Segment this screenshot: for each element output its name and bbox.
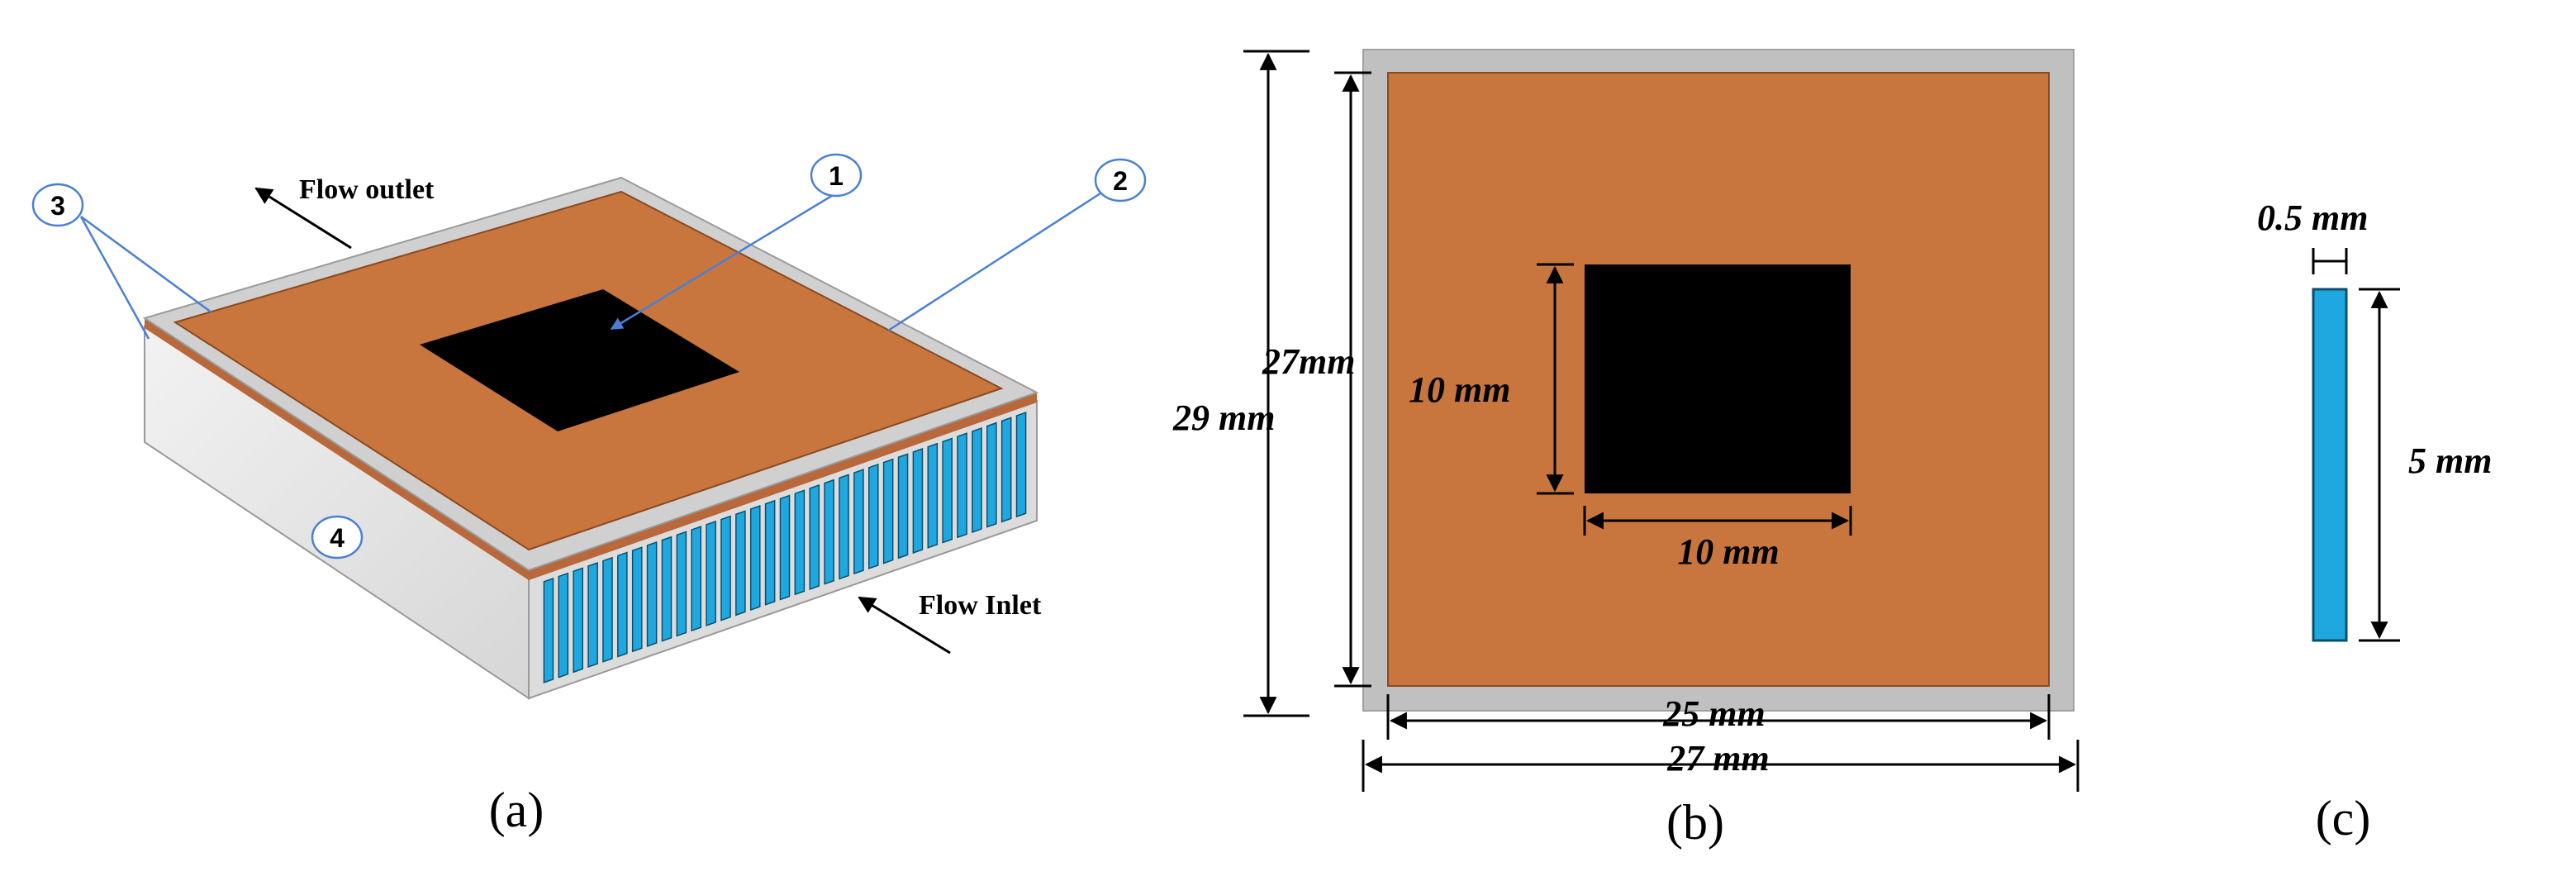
microchannel-slot [942,437,953,544]
flow-inlet-arrow [858,596,951,655]
microchannel-slot [587,562,598,669]
flow-outlet-label: Flow outlet [299,174,435,205]
microchannel-slot [573,567,583,674]
microchannel-slot [749,505,761,612]
panel-c-caption: (c) [2316,791,2371,845]
microchannel-slot [839,474,849,580]
dim-fin-height-label: 5 mm [2408,440,2492,481]
microchannel-slot [602,556,613,663]
microchannel-slot [912,448,924,555]
panel-a-caption: (a) [489,783,544,837]
dim-chip-width-label: 10 mm [1677,531,1779,572]
microchannel-slot [794,489,806,596]
svg-text:2: 2 [1113,166,1128,196]
microchannel-slot [867,463,879,569]
marker-2: 2 [1094,158,1147,202]
microchannel-slot [691,526,702,632]
dim-outer-height-label: 29 mm [1172,398,1275,438]
dim-chip-height-label: 10 mm [1409,369,1510,410]
dim-outer-width-label: 27 mm [1666,738,1769,779]
microchannel-array [543,412,1027,683]
marker-4: 4 [311,515,364,560]
top-view-chip [1585,264,1851,493]
microchannel-slot [543,577,554,683]
leader-line-3a [80,215,212,314]
microchannel-slot [882,458,894,564]
microchannel-slot [661,536,673,642]
microchannel-slot [631,546,643,653]
microchannel-slot [957,432,967,539]
microchannel-slot [986,421,997,528]
microchannel-slot [824,479,834,585]
leader-line-3b [79,216,150,340]
flow-outlet-arrow [254,187,352,250]
panel-b-top-view: 29 mm 27mm 10 mm 10 mm 25 mm 27 mm (b) [1172,49,2079,850]
copper-layer-edge-left [145,318,529,580]
microchannel-slot [706,520,716,626]
microchannel-slot [972,426,982,533]
microchannel-slot [927,442,939,549]
panel-c-channel-detail: 0.5 mm 5 mm (c) [2257,198,2492,845]
microchannel-slot [809,483,820,590]
dim-inner-width-label: 25 mm [1662,693,1765,734]
dim-fin-width-label: 0.5 mm [2257,198,2368,238]
microchannel-slot [1000,417,1012,523]
marker-1: 1 [810,153,863,198]
microchannel-slot [735,510,746,617]
panel-a-isometric-heatsink: Flow outlet Flow Inlet 1 2 3 4 (a) [31,153,1147,837]
microchannel-slot [720,515,731,621]
microchannel-slot [853,469,864,575]
microchannel-slot [779,494,791,601]
microchannel-slot [1015,412,1027,518]
copper-layer-edge-front [529,393,1037,580]
leader-line-2 [887,190,1104,332]
microchannel-slot [764,499,776,606]
microchannel-slot [676,531,687,637]
flow-inlet-label: Flow Inlet [919,590,1042,621]
microchannel-slot [897,453,909,560]
microchannel-slot [646,541,658,647]
svg-text:3: 3 [50,191,65,221]
leader-line-1 [610,193,835,331]
chip-heat-source [420,289,739,431]
marker-3: 3 [31,183,84,227]
svg-text:4: 4 [330,523,345,553]
panel-b-caption: (b) [1666,795,1724,850]
svg-text:1: 1 [829,161,844,191]
microchannel-slot [558,572,569,679]
microchannel-slot [617,551,628,658]
channel-fin [2312,288,2348,642]
dim-inner-height-label: 27mm [1262,341,1355,382]
